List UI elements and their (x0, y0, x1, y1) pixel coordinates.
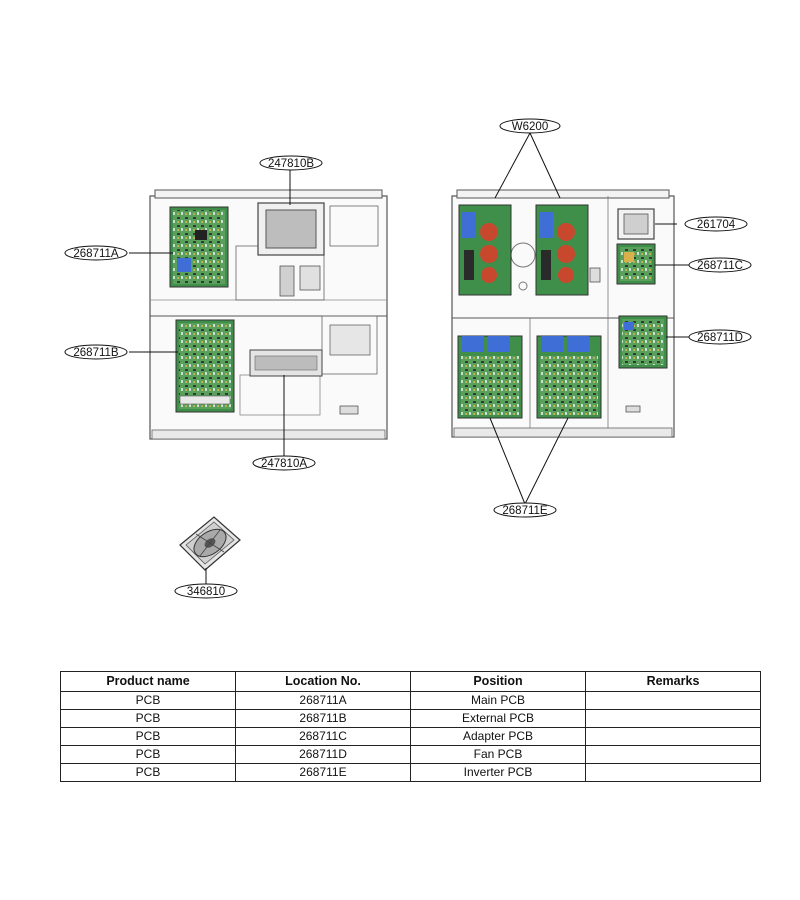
display-unit (257, 202, 325, 256)
callout-label: W6200 (512, 121, 548, 133)
callout-label: 346810 (187, 586, 225, 598)
fan-unit (179, 516, 241, 571)
filter-board-right (535, 204, 589, 296)
cell-position: Main PCB (410, 691, 586, 710)
cell-remarks (585, 745, 761, 764)
callout-268711a: 268711A (64, 245, 128, 261)
callout-247810a: 247810A (252, 455, 316, 471)
filter-board-left (458, 204, 512, 296)
cell-location-no: 268711D (235, 745, 411, 764)
header-remarks: Remarks (585, 671, 761, 692)
main-pcb-board (169, 206, 229, 288)
leader-lines (129, 132, 690, 584)
cell-location-no: 268711B (235, 709, 411, 728)
fan-pcb-board (618, 315, 668, 369)
table-row: PCB 268711B External PCB (60, 709, 761, 728)
cell-remarks (585, 691, 761, 710)
table-header-row: Product name Location No. Position Remar… (60, 671, 761, 692)
cell-product-name: PCB (60, 745, 236, 764)
callout-247810b: 247810B (259, 155, 323, 171)
callout-label: 247810B (268, 158, 314, 170)
cell-remarks (585, 763, 761, 782)
callout-label: 268711A (73, 248, 119, 260)
callout-w6200: W6200 (499, 118, 561, 134)
header-location-no: Location No. (235, 671, 411, 692)
cell-remarks (585, 727, 761, 746)
adapter-pcb-board (616, 243, 656, 285)
callout-label: 261704 (697, 219, 736, 231)
cell-position: Fan PCB (410, 745, 586, 764)
callout-label: 268711E (502, 505, 548, 517)
cell-location-no: 268711E (235, 763, 411, 782)
callout-268711e: 268711E (493, 502, 557, 518)
callout-268711d: 268711D (688, 329, 752, 345)
inverter-pcb-board-left (457, 335, 523, 419)
callout-268711b: 268711B (64, 344, 128, 360)
callout-label: 268711D (697, 332, 743, 344)
header-position: Position (410, 671, 586, 692)
table-row: PCB 268711A Main PCB (60, 691, 761, 710)
table-row: PCB 268711E Inverter PCB (60, 763, 761, 782)
table-row: PCB 268711C Adapter PCB (60, 727, 761, 746)
cell-location-no: 268711C (235, 727, 411, 746)
header-product-name: Product name (60, 671, 236, 692)
cell-product-name: PCB (60, 691, 236, 710)
external-pcb-board (175, 319, 235, 413)
callout-261704: 261704 (684, 216, 748, 232)
cell-location-no: 268711A (235, 691, 411, 710)
cell-product-name: PCB (60, 763, 236, 782)
inverter-pcb-board-right (536, 335, 602, 419)
callout-346810: 346810 (174, 583, 238, 599)
parts-diagram: W6200 247810B 268711A 268711B 247810A 26… (64, 118, 752, 599)
cell-position: Adapter PCB (410, 727, 586, 746)
callout-268711c: 268711C (688, 257, 752, 273)
cell-position: Inverter PCB (410, 763, 586, 782)
callout-label: 247810A (261, 458, 307, 470)
terminal-module (249, 349, 323, 377)
callout-label: 268711B (73, 347, 119, 359)
table-row: PCB 268711D Fan PCB (60, 745, 761, 764)
cell-product-name: PCB (60, 727, 236, 746)
parts-table: Product name Location No. Position Remar… (60, 671, 761, 782)
cell-remarks (585, 709, 761, 728)
cell-position: External PCB (410, 709, 586, 728)
cell-product-name: PCB (60, 709, 236, 728)
callout-label: 268711C (697, 260, 743, 272)
transformer (617, 208, 655, 240)
